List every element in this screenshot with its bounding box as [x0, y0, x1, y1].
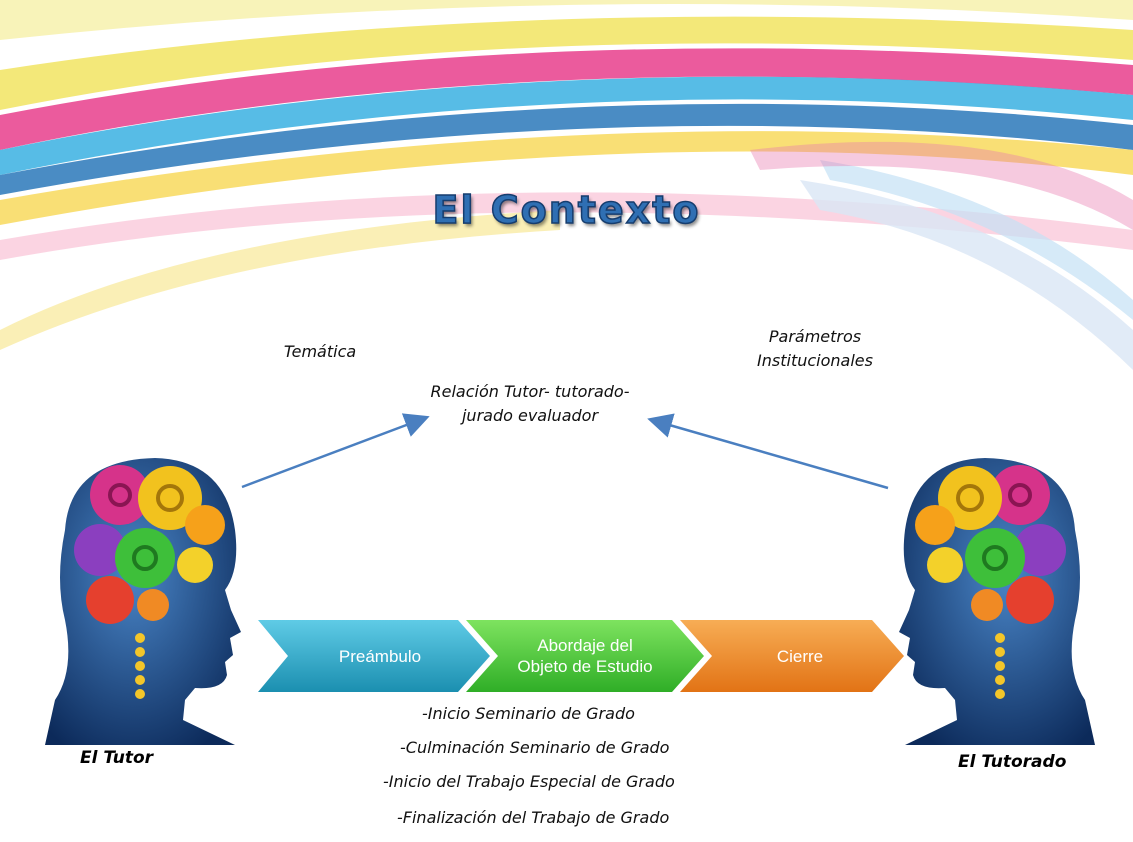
caption-tutorado: El Tutorado [958, 752, 1067, 772]
step-chevron-cierre [680, 620, 904, 692]
tutorado-head-icon [899, 458, 1095, 745]
process-chevrons [258, 620, 904, 692]
label-parametros-line2: Institucionales [757, 351, 873, 370]
milestone-item: -Inicio del Trabajo Especial de Grado [383, 772, 675, 791]
step-cierre-label: Cierre [776, 646, 824, 666]
step-chevron-abordaje [466, 620, 704, 692]
label-relacion-line2: jurado evaluador [461, 406, 599, 425]
milestone-item: -Inicio Seminario de Grado [422, 704, 635, 723]
step-preambulo-label: Preámbulo [338, 646, 422, 666]
step-abordaje: Abordaje del Objeto de Estudio [495, 620, 675, 692]
page-title: El Contexto [432, 187, 701, 233]
step-preambulo: Preámbulo [295, 620, 465, 692]
step-abordaje-label-line1: Abordaje del [537, 636, 633, 655]
milestone-item: -Finalización del Trabajo de Grado [397, 808, 670, 827]
label-relacion: Relación Tutor- tutorado- jurado evaluad… [380, 380, 680, 428]
arrow-left [241, 413, 430, 489]
step-abordaje-label-line2: Objeto de Estudio [517, 657, 653, 676]
label-relacion-line1: Relación Tutor- tutorado- [430, 382, 630, 401]
label-parametros-line1: Parámetros [768, 327, 862, 346]
label-tematica: Temática [283, 342, 357, 361]
tutor-head-icon [45, 458, 241, 745]
step-cierre: Cierre [720, 620, 880, 692]
caption-tutor: El Tutor [80, 748, 154, 768]
milestone-item: -Culminación Seminario de Grado [400, 738, 670, 757]
label-parametros: Parámetros Institucionales [715, 325, 915, 373]
step-chevron-preambulo [258, 620, 490, 692]
arrow-right [647, 413, 889, 490]
